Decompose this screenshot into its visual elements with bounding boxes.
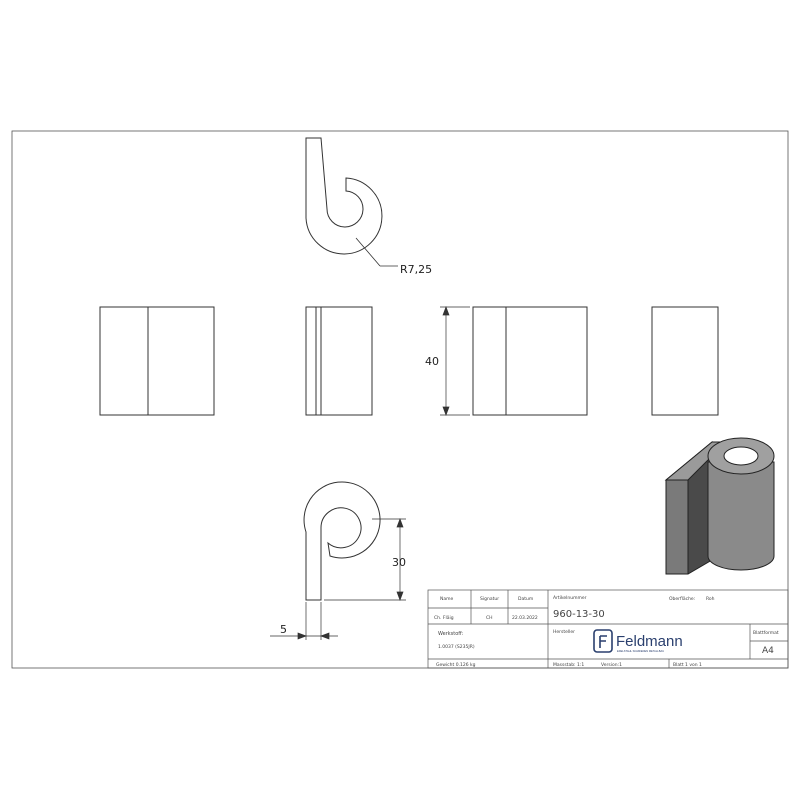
tb-weight: Gewicht 0.126 kg	[436, 662, 476, 668]
height-dimension-lines	[440, 306, 470, 416]
tb-scale: Massstab: 1:1	[553, 662, 584, 668]
radius-dimension: R7,25	[400, 263, 432, 276]
side-view-outline	[305, 306, 373, 416]
tb-date-header: Datum	[518, 596, 533, 602]
tb-surface-value: Roh	[706, 596, 715, 602]
tb-format-label: Blattformat	[753, 630, 779, 636]
iso-plate-front	[665, 479, 689, 575]
thickness-dimension-lines	[270, 602, 338, 640]
bottom-view-outline	[303, 481, 381, 601]
tb-manufacturer-label: Hersteller	[553, 629, 575, 635]
feldmann-logo-icon	[593, 629, 613, 653]
tb-material-value: 1.0037 (S235JR)	[438, 644, 475, 650]
rear-view-outline	[472, 306, 588, 416]
feldmann-logo-wordmark: Feldmann	[616, 633, 683, 650]
tb-signature: CH	[486, 615, 493, 621]
side-view	[305, 306, 373, 416]
tb-article-label: Artikelnummer	[553, 595, 587, 601]
top-view-outline	[305, 137, 383, 255]
iso-barrel-bore	[723, 446, 759, 466]
tb-checked-name: Ch. Fläig	[434, 615, 454, 621]
end-view	[651, 306, 719, 416]
front-view	[99, 306, 215, 416]
title-block	[427, 589, 789, 669]
isometric-view	[664, 437, 775, 575]
feldmann-logo-f	[599, 635, 607, 648]
tb-name-header: Name	[440, 596, 454, 602]
feldmann-logo: Feldmann EDELSTAHL SCHMIEDEN METALLBAU	[593, 629, 683, 653]
rear-view	[472, 306, 588, 416]
tb-surface-label: Oberfläche:	[669, 596, 695, 602]
title-block-frame	[427, 589, 789, 669]
bottom-view	[270, 481, 406, 640]
tb-format-value: A4	[762, 646, 774, 656]
height-dimension: 40	[425, 355, 439, 368]
iso-barrel	[707, 461, 775, 571]
title-block-text: Name Signatur Datum Ch. Fläig CH 22.03.2…	[434, 595, 779, 668]
tb-sheet: Blatt 1 von 1	[673, 662, 702, 668]
offset-dimension-lines	[324, 518, 406, 601]
view-row	[99, 306, 719, 416]
top-view	[305, 137, 398, 267]
feldmann-logo-tagline: EDELSTAHL SCHMIEDEN METALLBAU	[617, 649, 664, 653]
tb-version: Version:1	[601, 662, 622, 668]
tb-material-label: Werkstoff:	[438, 631, 464, 637]
radius-leader	[355, 237, 381, 267]
thickness-dimension: 5	[280, 623, 287, 636]
drawing-frame	[11, 130, 789, 669]
tb-signature-header: Signatur	[480, 596, 499, 602]
tb-article-number: 960-13-30	[553, 609, 605, 620]
tb-date: 22.03.2022	[512, 615, 538, 621]
offset-dimension: 30	[392, 556, 406, 569]
end-view-outline	[651, 306, 719, 416]
front-view-outline	[99, 306, 215, 416]
